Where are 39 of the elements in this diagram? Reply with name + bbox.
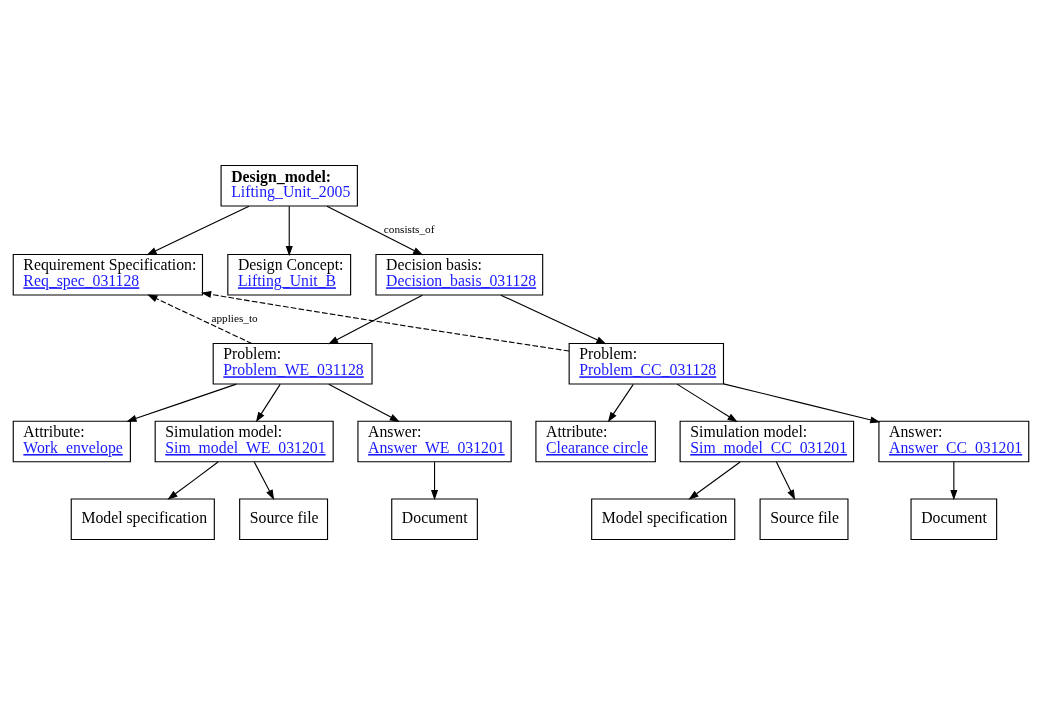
arrow — [126, 383, 237, 422]
node-box: Answer: Answer_CC_031201 — [878, 420, 1030, 463]
edge-label: consists_of — [383, 223, 435, 236]
arrow — [950, 461, 958, 501]
node-box: Problem: Problem_CC_031128 — [568, 342, 725, 385]
arrow — [146, 205, 250, 256]
arrow — [328, 294, 423, 345]
arrow — [253, 461, 275, 500]
arrow — [285, 205, 293, 257]
node-box: Attribute: Work_envelope — [12, 420, 131, 463]
arrow — [326, 205, 424, 256]
node-box: Design Concept: Lifting_Unit_B — [227, 253, 352, 296]
arrow — [500, 294, 607, 345]
arrow — [431, 461, 439, 501]
node-box: Attribute: Clearance circle — [535, 420, 656, 463]
node-box: Decision basis: Decision_basis_031128 — [375, 253, 544, 296]
node-box: Design_model: Lifting_Unit_2005 — [220, 164, 358, 207]
arrow — [676, 383, 738, 423]
edge-label: applies_to — [211, 312, 258, 325]
node-box: Document — [910, 498, 998, 541]
node-box: Problem: Problem_WE_031128 — [212, 342, 373, 385]
node-box: Source file — [759, 498, 849, 541]
node-box: Model specification — [591, 498, 736, 541]
node-box: Document — [391, 498, 478, 541]
node-box: Model specification — [70, 498, 215, 541]
arrow — [147, 294, 253, 344]
arrow — [722, 383, 881, 424]
node-box: Simulation model: Sim_model_CC_031201 — [679, 420, 855, 463]
arrow — [255, 383, 281, 423]
node-box: Simulation model: Sim_model_WE_031201 — [154, 420, 334, 463]
arrow — [688, 461, 741, 500]
arrow — [607, 383, 634, 423]
node-box: Answer: Answer_WE_031201 — [357, 420, 512, 463]
arrow — [328, 383, 400, 422]
node-box: Requirement Specification: Req_spec_031128 — [12, 253, 204, 296]
arrow — [775, 461, 796, 500]
arrow — [167, 461, 219, 500]
node-box: Source file — [239, 498, 329, 541]
arrow — [201, 290, 570, 352]
